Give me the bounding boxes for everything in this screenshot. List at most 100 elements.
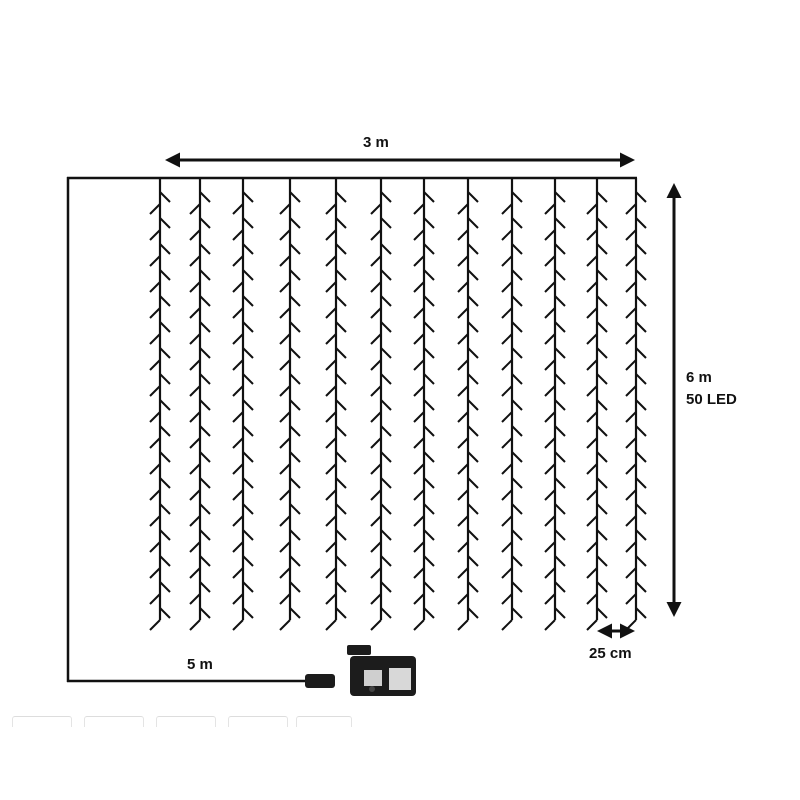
- spacing-label: 25 cm: [589, 645, 632, 662]
- led-branch: [380, 347, 392, 359]
- led-branch: [554, 243, 566, 255]
- led-branch: [501, 515, 513, 527]
- led-branch: [457, 567, 469, 579]
- led-branch: [423, 321, 435, 333]
- led-branch: [544, 567, 556, 579]
- led-branch: [325, 489, 337, 501]
- led-branch: [586, 515, 598, 527]
- led-branch: [467, 529, 479, 541]
- led-branch: [635, 191, 647, 203]
- led-branch: [457, 437, 469, 449]
- led-branch: [501, 229, 513, 241]
- led-branch: [586, 437, 598, 449]
- led-branch: [501, 593, 513, 605]
- led-branch: [189, 463, 201, 475]
- led-branch: [199, 425, 211, 437]
- led-count-label: 50 LED: [686, 391, 737, 408]
- led-branch: [279, 567, 291, 579]
- led-branch: [586, 541, 598, 553]
- led-branch: [511, 243, 523, 255]
- led-branch: [625, 619, 637, 631]
- led-branch: [544, 463, 556, 475]
- thumbnail-5[interactable]: [296, 716, 352, 727]
- led-branch: [232, 307, 244, 319]
- led-branch: [325, 567, 337, 579]
- led-branch: [554, 529, 566, 541]
- plug-prongs: [347, 645, 371, 655]
- led-branch: [635, 269, 647, 281]
- led-branch: [554, 477, 566, 489]
- led-branch: [159, 217, 171, 229]
- thumbnail-4[interactable]: [228, 716, 288, 727]
- led-branch: [423, 295, 435, 307]
- led-branch: [242, 555, 254, 567]
- led-branch: [335, 269, 347, 281]
- led-branch: [232, 541, 244, 553]
- led-branch: [279, 541, 291, 553]
- thumbnail-2[interactable]: [84, 716, 144, 727]
- led-branch: [413, 515, 425, 527]
- led-branch: [423, 555, 435, 567]
- led-branch: [413, 359, 425, 371]
- led-branch: [554, 295, 566, 307]
- led-branch: [189, 281, 201, 293]
- led-branch: [501, 437, 513, 449]
- led-branch: [635, 555, 647, 567]
- led-branch: [370, 463, 382, 475]
- led-branch: [625, 515, 637, 527]
- led-branch: [457, 203, 469, 215]
- led-branch: [242, 607, 254, 619]
- led-branch: [242, 581, 254, 593]
- led-branch: [279, 411, 291, 423]
- thumbnail-1[interactable]: [12, 716, 72, 727]
- led-branch: [554, 451, 566, 463]
- led-branch: [242, 503, 254, 515]
- led-branch: [413, 541, 425, 553]
- led-branch: [289, 295, 301, 307]
- led-branch: [242, 425, 254, 437]
- led-branch: [554, 191, 566, 203]
- led-branch: [457, 359, 469, 371]
- led-branch: [596, 581, 608, 593]
- led-branch: [413, 229, 425, 241]
- led-branch: [159, 425, 171, 437]
- led-branch: [149, 489, 161, 501]
- led-branch: [289, 555, 301, 567]
- led-branch: [149, 333, 161, 345]
- led-branch: [232, 489, 244, 501]
- led-branch: [232, 255, 244, 267]
- led-branch: [511, 607, 523, 619]
- led-branch: [457, 411, 469, 423]
- led-branch: [242, 295, 254, 307]
- led-branch: [325, 385, 337, 397]
- led-branch: [635, 243, 647, 255]
- thumbnail-3[interactable]: [156, 716, 216, 727]
- led-branch: [149, 411, 161, 423]
- led-branch: [511, 425, 523, 437]
- cable-connector: [305, 674, 335, 688]
- led-branch: [279, 489, 291, 501]
- led-branch: [325, 359, 337, 371]
- led-branch: [635, 399, 647, 411]
- led-branch: [625, 567, 637, 579]
- led-branch: [325, 255, 337, 267]
- led-branch: [467, 477, 479, 489]
- led-branch: [199, 529, 211, 541]
- led-branch: [554, 217, 566, 229]
- led-branch: [635, 477, 647, 489]
- led-branch: [199, 503, 211, 515]
- led-branch: [423, 399, 435, 411]
- led-branch: [625, 359, 637, 371]
- led-branch: [596, 321, 608, 333]
- led-branch: [586, 307, 598, 319]
- led-branch: [413, 255, 425, 267]
- led-branch: [596, 269, 608, 281]
- led-branch: [413, 463, 425, 475]
- led-branch: [149, 593, 161, 605]
- led-branch: [199, 581, 211, 593]
- led-branch: [457, 619, 469, 631]
- led-branch: [370, 515, 382, 527]
- led-branch: [199, 295, 211, 307]
- led-branch: [279, 593, 291, 605]
- led-branch: [586, 489, 598, 501]
